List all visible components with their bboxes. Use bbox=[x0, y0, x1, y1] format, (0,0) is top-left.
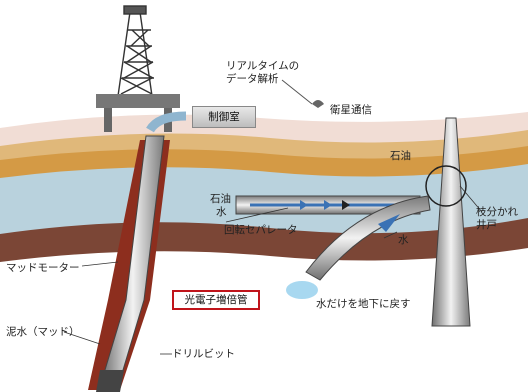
leader-lines bbox=[63, 185, 483, 355]
rig-platform bbox=[96, 94, 180, 108]
realtime-line-2: データ解析 bbox=[226, 73, 279, 85]
data-flow-arrow bbox=[146, 111, 187, 133]
junction-highlight bbox=[425, 165, 467, 207]
realtime-line-1: リアルタイムの bbox=[226, 60, 300, 72]
derrick bbox=[117, 5, 154, 97]
separator-oil-label: 石油 bbox=[210, 193, 231, 205]
branch-well-line-2: 井戸 bbox=[476, 219, 497, 231]
oil-right-label: 石油 bbox=[390, 150, 411, 162]
water-splash bbox=[286, 281, 318, 299]
satellite-label: 衛星通信 bbox=[330, 104, 372, 116]
mud-motor-label: マッドモーター bbox=[6, 262, 80, 274]
drill-bit-label: ドリルビット bbox=[172, 348, 235, 360]
photomultiplier-label: 光電子増倍管 bbox=[172, 290, 260, 310]
reinject-label: 水だけを地下に戻す bbox=[316, 298, 411, 310]
separator-water-label: 水 bbox=[216, 206, 227, 218]
realtime-analysis-label: リアルタイムの データ解析 bbox=[226, 60, 299, 86]
branch-well-label: 枝分かれ 井戸 bbox=[476, 206, 518, 232]
control-room-label: 制御室 bbox=[192, 106, 256, 128]
satellite-dish bbox=[312, 100, 324, 108]
mud-label: 泥水（マッド） bbox=[6, 326, 80, 338]
drill-bit-shape bbox=[96, 370, 124, 392]
water-label: 水 bbox=[398, 234, 409, 246]
branch-well bbox=[431, 117, 471, 327]
branch-well-line-1: 枝分かれ bbox=[476, 206, 518, 218]
rotary-separator-label: 回転セパレータ bbox=[224, 224, 298, 236]
